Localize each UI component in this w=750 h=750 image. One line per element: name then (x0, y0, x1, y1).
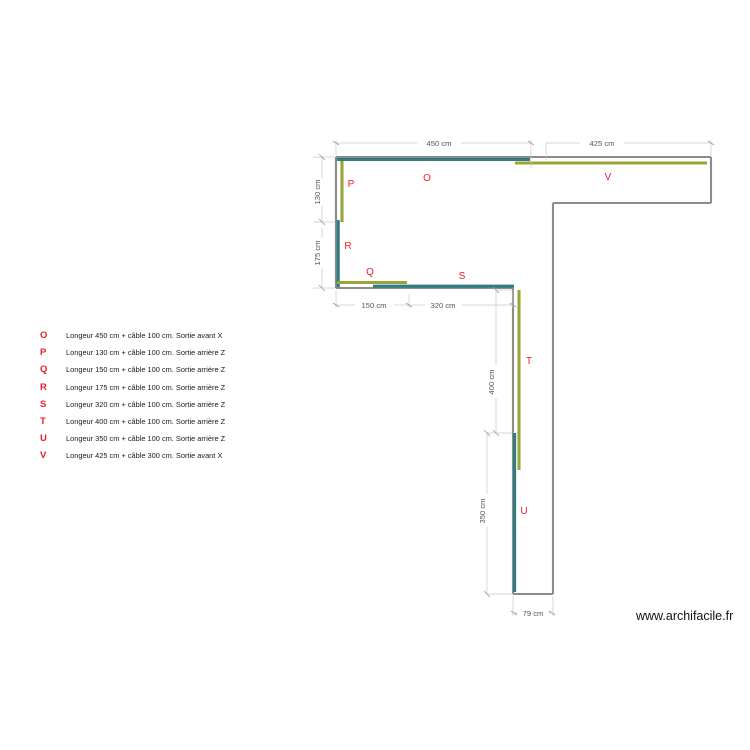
plan-letter-P: P (348, 179, 355, 190)
dim-label-left-upper: 130 cm (313, 180, 322, 205)
plan-letters: O P Q R S T U V (344, 172, 611, 517)
tick-left-3 (318, 284, 326, 292)
dim-label-bottom-mid: 320 cm (431, 301, 456, 310)
tick-right-2 (492, 429, 500, 437)
dim-label-right-upper: 400 cm (487, 370, 496, 395)
tick-top-2 (527, 140, 535, 146)
wall-outline (334, 155, 713, 596)
legend-item-P: P Longeur 130 cm + câble 100 cm. Sortie … (40, 347, 300, 364)
olive-bands (337, 161, 707, 470)
tick-right-1 (492, 286, 500, 294)
teal-bands (336, 157, 530, 592)
legend-item-U: U Longeur 350 cm + câble 100 cm. Sortie … (40, 433, 300, 450)
legend-letter-Q: Q (40, 364, 48, 376)
tick-bot-2 (405, 302, 413, 308)
legend-item-S: S Longeur 320 cm + câble 100 cm. Sortie … (40, 399, 300, 416)
legend-letter-P: P (40, 347, 47, 359)
dim-label-left-lower: 175 cm (313, 241, 322, 266)
dim-label-bottom-left: 150 cm (362, 301, 387, 310)
legend-item-O: O Longeur 450 cm + câble 100 cm. Sortie … (40, 330, 300, 347)
dimension-lines (313, 140, 715, 616)
plan-letter-O: O (423, 173, 431, 184)
tick-right-3 (483, 429, 491, 437)
legend-text-P: Longeur 130 cm + câble 100 cm. Sortie ar… (66, 348, 226, 358)
legend-text-Q: Longeur 150 cm + câble 100 cm. Sortie ar… (66, 365, 226, 375)
tick-right-4 (483, 590, 491, 598)
dim-label-bottom-width: 79 cm (523, 609, 544, 618)
dim-label-top-left: 450 cm (427, 139, 452, 148)
tick-width-2 (548, 610, 556, 616)
legend-item-T: T Longeur 400 cm + câble 100 cm. Sortie … (40, 416, 300, 433)
legend-item-Q: Q Longeur 150 cm + câble 100 cm. Sortie … (40, 364, 300, 381)
tick-width-1 (510, 610, 518, 616)
plan-letter-Q: Q (366, 267, 374, 278)
legend-text-S: Longeur 320 cm + câble 100 cm. Sortie ar… (66, 399, 226, 409)
legend-letter-U: U (40, 433, 47, 445)
plan-letter-R: R (344, 241, 351, 252)
legend-text-T: Longeur 400 cm + câble 100 cm. Sortie ar… (66, 416, 226, 426)
tick-left-1 (318, 153, 326, 161)
plan-letter-U: U (520, 506, 527, 517)
legend-text-R: Longeur 175 cm + câble 100 cm. Sortie ar… (66, 382, 226, 392)
legend-text-O: Longeur 450 cm + câble 100 cm. Sortie av… (66, 331, 223, 340)
plan-letter-V: V (605, 172, 612, 183)
legend: O Longeur 450 cm + câble 100 cm. Sortie … (40, 330, 300, 468)
plan-letter-T: T (526, 356, 532, 367)
dim-label-right-lower: 350 cm (478, 499, 487, 524)
tick-top-1 (332, 140, 340, 146)
legend-letter-T: T (40, 415, 46, 427)
dim-label-top-right: 425 cm (590, 139, 615, 148)
legend-item-R: R Longeur 175 cm + câble 100 cm. Sortie … (40, 382, 300, 399)
plan-letter-S: S (459, 271, 466, 282)
legend-text-V: Longeur 425 cm + câble 300 cm. Sortie av… (66, 451, 223, 461)
tick-left-2 (318, 218, 326, 226)
legend-letter-O: O (40, 330, 48, 341)
legend-letter-R: R (40, 381, 47, 393)
legend-text-U: Longeur 350 cm + câble 100 cm. Sortie ar… (66, 434, 226, 444)
tick-top-3 (707, 140, 715, 146)
tick-bot-3 (509, 302, 517, 308)
legend-letter-V: V (40, 450, 47, 462)
site-url: www.archifacile.fr (636, 609, 734, 623)
dimension-labels: 450 cm 425 cm 130 cm 175 cm 150 cm 320 c… (313, 139, 614, 618)
tick-bot-1 (332, 302, 340, 308)
legend-letter-S: S (40, 398, 47, 410)
legend-item-V: V Longeur 425 cm + câble 300 cm. Sortie … (40, 450, 300, 467)
